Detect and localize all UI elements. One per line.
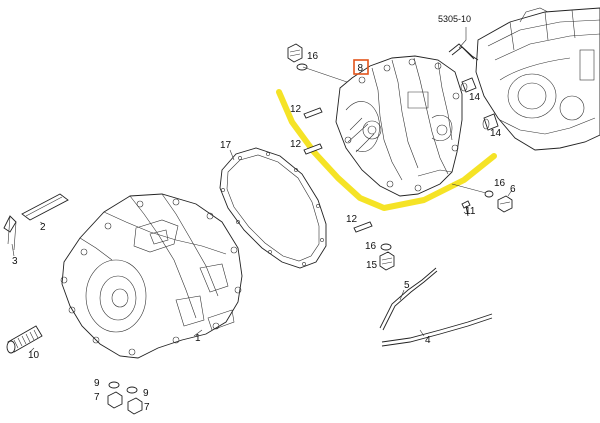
callout-14b: 14: [490, 128, 502, 139]
callout-10: 10: [28, 350, 40, 361]
reference-label: 5305-10: [438, 14, 471, 24]
seal-ring-lower: [380, 243, 392, 251]
bushings: [460, 77, 499, 131]
seal-ring-9a: [108, 381, 120, 389]
highlight-bracket: [276, 89, 497, 211]
bolt: [461, 200, 471, 217]
callout-12c: 12: [346, 214, 358, 225]
callout-6: 6: [510, 184, 516, 195]
callout-3: 3: [12, 256, 18, 267]
callout-16b: 16: [494, 178, 506, 189]
callout-1: 1: [195, 333, 201, 344]
callouts: 1 2 3 4 5 6 7 7 9 9 10 11 12 12 12 14 14…: [12, 51, 516, 413]
callout-7b: 7: [144, 402, 150, 413]
plug-lower: [379, 251, 395, 271]
leader-lines: [11, 149, 513, 353]
callout-7a: 7: [94, 392, 100, 403]
plug-right: [497, 195, 513, 213]
dowel-pins: [303, 107, 373, 233]
plug-7b: [127, 397, 143, 415]
callout-15: 15: [366, 260, 378, 271]
bracket-part: [3, 215, 17, 251]
threaded-plug: [6, 325, 43, 354]
gearbox-housing: [60, 193, 243, 359]
callout-12a: 12: [290, 104, 302, 115]
clutch-housing: [335, 55, 463, 197]
callout-4: 4: [425, 335, 431, 346]
callout-16c: 16: [365, 241, 377, 252]
callout-16a: 16: [307, 51, 319, 62]
seal-ring-right: [484, 190, 494, 198]
selected-callout-8[interactable]: 8: [353, 59, 369, 75]
gasket: [219, 147, 327, 269]
callout-17: 17: [220, 140, 232, 151]
breather-pipe: [448, 43, 479, 61]
seal-ring-9b: [126, 386, 138, 394]
callout-11: 11: [465, 206, 476, 217]
callout-5: 5: [404, 280, 410, 291]
sensor-part: [21, 193, 69, 221]
plug-7a: [107, 391, 123, 409]
oil-tube-4: [381, 313, 493, 343]
callout-12b: 12: [290, 139, 302, 150]
reference-housing: [475, 7, 600, 151]
callout-2: 2: [40, 222, 46, 233]
callout-14a: 14: [469, 92, 481, 103]
callout-9a: 9: [94, 378, 100, 389]
callout-9b: 9: [143, 388, 149, 399]
plug-top: [287, 43, 308, 71]
callout-8: 8: [358, 63, 364, 74]
oil-tube-5: [379, 267, 437, 329]
